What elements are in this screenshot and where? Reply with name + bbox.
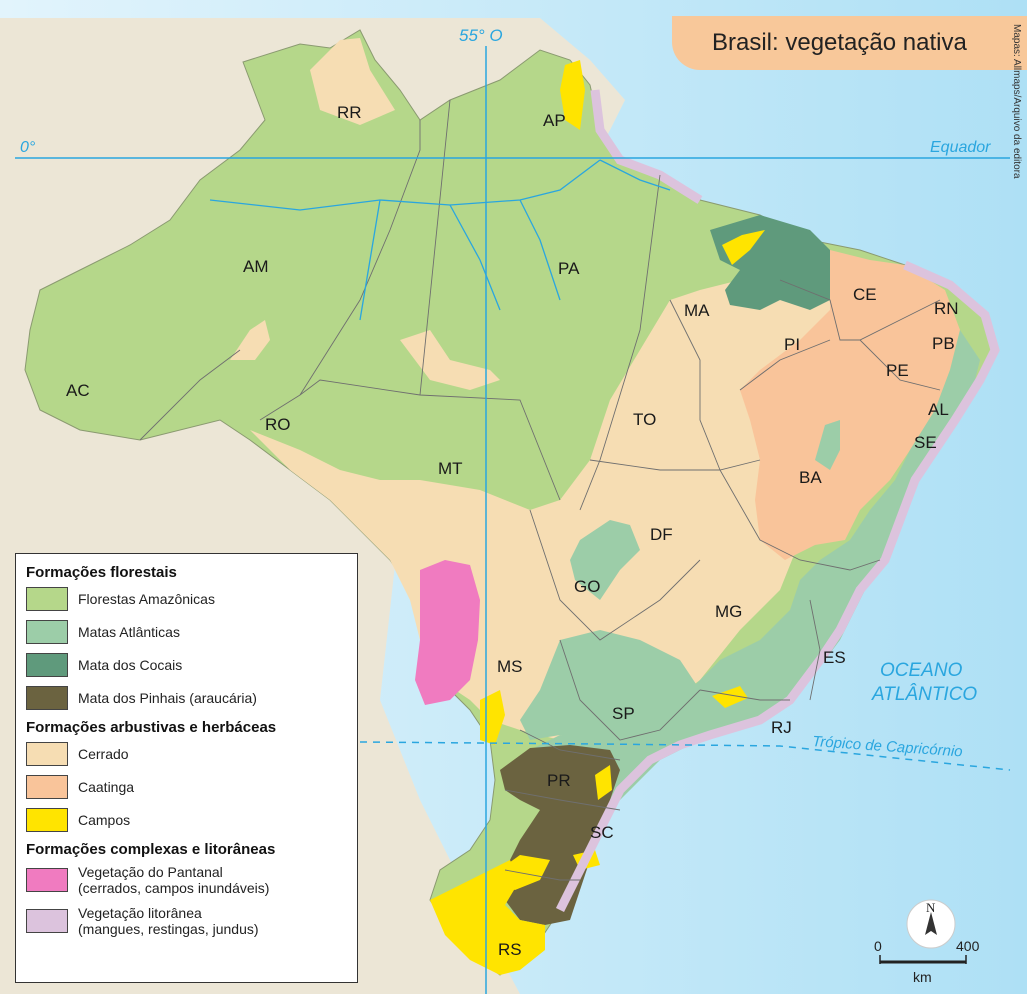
- matas-atlanticas-go: [570, 520, 640, 600]
- campos-rs: [430, 860, 545, 975]
- legend-label-line: Vegetação litorânea: [78, 905, 202, 921]
- state-label: AC: [66, 381, 90, 400]
- legend-swatch: [26, 686, 68, 710]
- rivers: [209, 159, 671, 321]
- scale-start-label: 0: [874, 938, 882, 954]
- legend-label: Caatinga: [78, 779, 135, 795]
- legend-label-line: Vegetação do Pantanal: [78, 864, 223, 880]
- state-label: GO: [574, 577, 600, 596]
- legend-swatch: [26, 742, 68, 766]
- tropic-line: [359, 741, 1011, 771]
- equator-degree-label: 0°: [20, 139, 36, 156]
- legend-swatch: [26, 808, 68, 832]
- legend-item-matas-atlanticas: Matas Atlânticas: [26, 620, 347, 644]
- meridian-label: 55° O: [459, 26, 503, 45]
- state-label: RJ: [771, 718, 792, 737]
- state-label: SC: [590, 823, 614, 842]
- ocean-label-line2: ATLÂNTICO: [871, 683, 977, 705]
- state-label: AM: [243, 257, 269, 276]
- state-label: PI: [784, 335, 800, 354]
- state-label: PB: [932, 334, 955, 353]
- cerrado-roraima: [310, 38, 395, 125]
- compass-rose: N: [906, 899, 956, 949]
- legend-group-shrub-title: Formações arbustivas e herbáceas: [26, 719, 277, 736]
- cerrado-area: [250, 280, 830, 760]
- state-label: RS: [498, 940, 522, 959]
- equator-label: Equador: [930, 139, 991, 156]
- legend-label: Mata dos Cocais: [78, 657, 183, 673]
- legend-swatch: [26, 909, 68, 933]
- pantanal-area: [415, 560, 480, 705]
- compass-north-label: N: [926, 900, 936, 915]
- matas-atlanticas-sp: [520, 630, 700, 745]
- scale-unit-label: km: [913, 969, 932, 985]
- state-label: CE: [853, 285, 877, 304]
- state-label: MA: [684, 301, 710, 320]
- legend-label: Florestas Amazônicas: [78, 591, 215, 607]
- state-label: PR: [547, 771, 571, 790]
- map-title: Brasil: vegetação nativa: [712, 29, 967, 56]
- state-label: MS: [497, 657, 523, 676]
- state-label: AP: [543, 111, 566, 130]
- legend-group-forest-title: Formações florestais: [26, 564, 177, 581]
- legend-label: Campos: [78, 812, 131, 828]
- image-credit-text: Mapas: Allmaps/Arquivo da editora: [1011, 24, 1022, 179]
- map-legend: Formações florestais Florestas Amazônica…: [15, 553, 358, 983]
- legend-label: Vegetação litorânea (mangues, restingas,…: [78, 905, 259, 937]
- legend-swatch: [26, 587, 68, 611]
- state-label: TO: [633, 410, 656, 429]
- state-label: SP: [612, 704, 635, 723]
- legend-label: Matas Atlânticas: [78, 624, 180, 640]
- state-label: RR: [337, 103, 362, 122]
- map-title-box: Brasil: vegetação nativa: [672, 16, 1027, 70]
- legend-item-pantanal: Vegetação do Pantanal (cerrados, campos …: [26, 864, 347, 896]
- state-label: PA: [558, 259, 580, 278]
- legend-item-cerrado: Cerrado: [26, 742, 347, 766]
- state-label: ES: [823, 648, 846, 667]
- legend-item-caatinga: Caatinga: [26, 775, 347, 799]
- matas-atlanticas-ba: [815, 420, 840, 470]
- state-borders: [139, 99, 941, 881]
- legend-item-mata-dos-pinhais: Mata dos Pinhais (araucária): [26, 686, 347, 710]
- ocean-label-line1: OCEANO: [880, 660, 963, 681]
- campos-marajo: [722, 230, 765, 265]
- legend-item-campos: Campos: [26, 808, 347, 832]
- campos-pr: [595, 765, 612, 800]
- legend-item-litoranea: Vegetação litorânea (mangues, restingas,…: [26, 905, 347, 937]
- campos-mg: [712, 686, 748, 708]
- caatinga-area: [740, 250, 960, 560]
- legend-swatch: [26, 868, 68, 892]
- state-label: BA: [799, 468, 822, 487]
- state-label: MT: [438, 459, 463, 478]
- legend-swatch: [26, 653, 68, 677]
- scale-bar: 0 400 km: [874, 938, 980, 985]
- state-label: MG: [715, 602, 742, 621]
- legend-label: Vegetação do Pantanal (cerrados, campos …: [78, 864, 269, 896]
- state-label: DF: [650, 525, 673, 544]
- state-label: PE: [886, 361, 909, 380]
- litoranea-strip: [555, 89, 1000, 913]
- legend-label-line: (cerrados, campos inundáveis): [78, 880, 270, 896]
- state-label: RO: [265, 415, 291, 434]
- legend-swatch: [26, 620, 68, 644]
- legend-item-florestas-amazonicas: Florestas Amazônicas: [26, 587, 347, 611]
- state-label: SE: [914, 433, 937, 452]
- state-label: AL: [928, 400, 949, 419]
- legend-item-mata-dos-cocais: Mata dos Cocais: [26, 653, 347, 677]
- scale-end-label: 400: [956, 938, 980, 954]
- state-label: RN: [934, 299, 959, 318]
- image-credit: Mapas: Allmaps/Arquivo da editora: [1010, 24, 1024, 284]
- legend-label: Mata dos Pinhais (araucária): [78, 690, 257, 706]
- campos-amapa: [560, 60, 585, 130]
- legend-group-complex-title: Formações complexas e litorâneas: [26, 841, 276, 858]
- legend-label: Cerrado: [78, 746, 129, 762]
- legend-label-line: (mangues, restingas, jundus): [78, 921, 259, 937]
- legend-swatch: [26, 775, 68, 799]
